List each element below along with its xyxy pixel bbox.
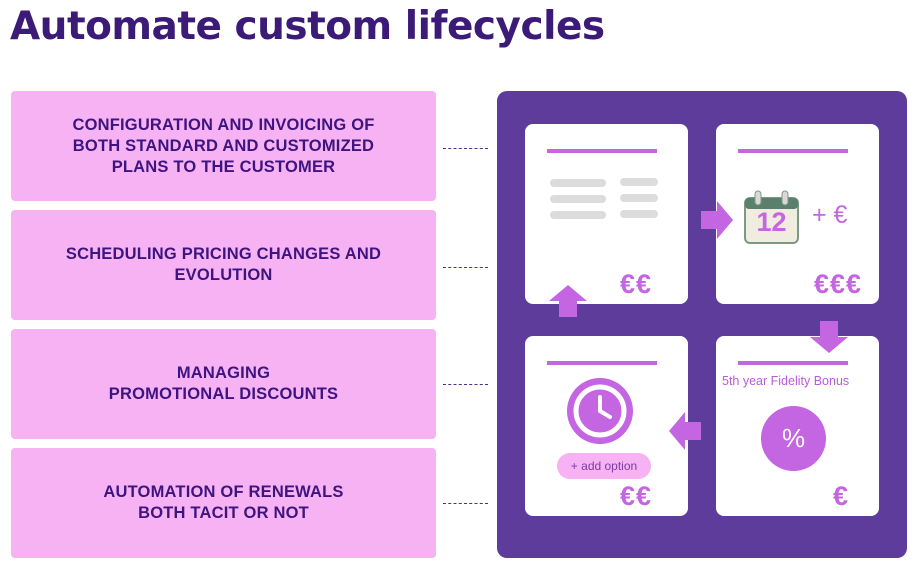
invoice-card: €€ xyxy=(525,124,688,304)
renewal-card: + add option €€ xyxy=(525,336,688,516)
price-label: €€ xyxy=(620,269,653,299)
feature-box-promotions: MANAGING PROMOTIONAL DISCOUNTS xyxy=(11,329,436,439)
calendar-day: 12 xyxy=(756,207,787,237)
connector-line xyxy=(443,267,488,268)
text-line xyxy=(550,179,606,187)
add-option-button[interactable]: + add option xyxy=(557,453,651,479)
text-line xyxy=(620,210,658,218)
feature-label: AUTOMATION OF RENEWALS BOTH TACIT OR NOT xyxy=(103,483,344,522)
fidelity-bonus-label: 5th year Fidelity Bonus xyxy=(722,374,850,388)
fidelity-bonus-card: 5th year Fidelity Bonus % € xyxy=(716,336,879,516)
feature-box-renewals: AUTOMATION OF RENEWALS BOTH TACIT OR NOT xyxy=(11,448,436,558)
card-header-bar xyxy=(547,149,657,153)
feature-label: CONFIGURATION AND INVOICING OF BOTH STAN… xyxy=(72,115,375,176)
text-line xyxy=(550,211,606,219)
feature-box-configuration: CONFIGURATION AND INVOICING OF BOTH STAN… xyxy=(11,91,436,201)
price-increase-label: + € xyxy=(812,201,848,229)
arrow-left-icon xyxy=(669,412,701,450)
price-label: € xyxy=(833,481,850,511)
calendar-icon xyxy=(744,190,799,244)
price-label: €€€ xyxy=(814,269,863,299)
lifecycle-panel: €€ 12 + € €€€ 5th year Fidelity Bonus % … xyxy=(497,91,907,558)
price-label: €€ xyxy=(620,481,653,511)
feature-box-scheduling: SCHEDULING PRICING CHANGES AND EVOLUTION xyxy=(11,210,436,320)
text-line xyxy=(620,194,658,202)
feature-label: MANAGING PROMOTIONAL DISCOUNTS xyxy=(108,364,339,403)
card-header-bar xyxy=(547,361,657,365)
discount-symbol: % xyxy=(781,423,806,453)
connector-line xyxy=(443,503,488,504)
text-line xyxy=(620,178,658,186)
connector-line xyxy=(443,384,488,385)
arrow-up-icon xyxy=(549,285,587,317)
feature-label: SCHEDULING PRICING CHANGES AND EVOLUTION xyxy=(65,245,382,284)
arrow-down-icon xyxy=(810,321,848,353)
price-change-card: 12 + € €€€ xyxy=(716,124,879,304)
text-line xyxy=(550,195,606,203)
arrow-right-icon xyxy=(701,201,733,239)
percent-icon: % xyxy=(761,406,826,471)
clock-icon xyxy=(567,378,633,444)
page-title: Automate custom lifecycles xyxy=(10,4,605,49)
card-header-bar xyxy=(738,149,848,153)
card-header-bar xyxy=(738,361,848,365)
connector-line xyxy=(443,148,488,149)
